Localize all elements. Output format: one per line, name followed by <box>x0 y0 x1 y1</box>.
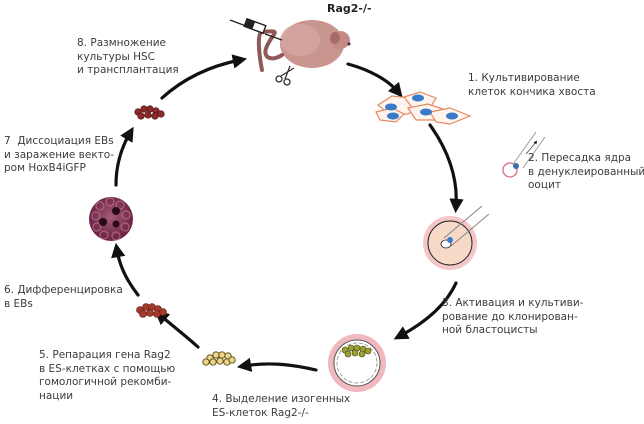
mouse-icon <box>256 20 351 72</box>
arrow-oocyte-to-blastocyst <box>393 281 458 340</box>
es-cell-cluster-icon <box>202 351 236 366</box>
step-3-label: 3. Активация и культиви- рование до клон… <box>442 297 584 336</box>
hsc-cluster-icon <box>134 105 165 120</box>
step-4-label: 4. Выделение изогенных ES-клеток Rag2-/- <box>212 393 351 419</box>
fibroblast-cells-icon <box>375 91 472 125</box>
step-1-label: 1. Культивирование клеток кончика хвоста <box>468 72 596 98</box>
enucleated-oocyte-icon <box>502 131 546 178</box>
repaired-es-cluster-icon <box>136 303 167 318</box>
arrow-repaired-to-eb <box>111 242 140 297</box>
nuclear-transfer-oocyte-icon <box>423 205 490 270</box>
step-6-label: 6. Дифференцировка в EBs <box>4 284 123 310</box>
blastocyst-icon <box>328 334 386 392</box>
syringe-icon <box>229 17 283 41</box>
arrow-blastocyst-to-es <box>236 357 318 372</box>
arrow-cells-to-oocyte <box>428 123 464 214</box>
arrow-hsc-to-mouse <box>160 54 248 100</box>
cycle-arrows <box>111 54 464 372</box>
step-5-label: 5. Репарация гена Rag2 в ES-клетках с по… <box>39 349 176 402</box>
step-2-label: 2. Пересадка ядра в денуклеированный ооц… <box>528 152 644 191</box>
embryoid-body-icon <box>89 197 133 241</box>
step-8-label: 8. Размножение культуры HSC и трансплант… <box>77 37 179 76</box>
step-7-label: 7 Диссоциация EBs и заражение векто- ром… <box>4 135 115 174</box>
arrow-es-to-repaired <box>154 310 200 349</box>
arrow-mouse-to-cells <box>346 62 403 98</box>
scissors-icon <box>275 65 295 86</box>
arrow-eb-to-hsc <box>114 126 134 187</box>
mouse-genotype-label: Rag2-/- <box>327 2 372 15</box>
